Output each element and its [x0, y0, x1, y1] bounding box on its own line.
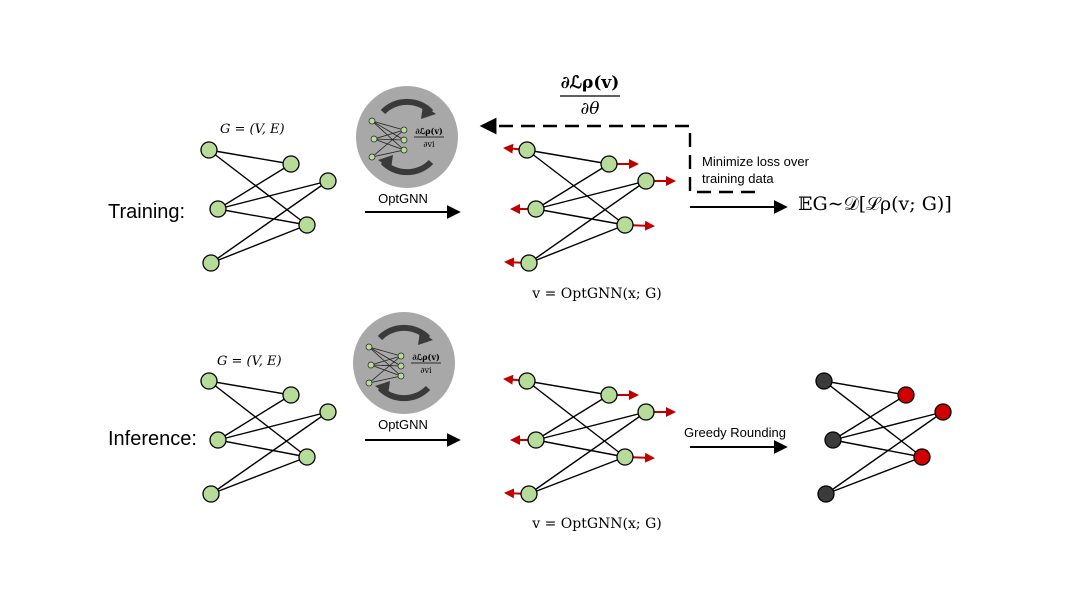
module-fraction-numerator: ∂ℒρ(v)	[415, 126, 443, 136]
vector-node	[518, 372, 536, 390]
input-graph-training	[200, 141, 337, 272]
minimize-note-line2: training data	[702, 171, 774, 186]
vector-node	[520, 254, 538, 272]
graph-node	[319, 403, 337, 421]
optgnn-label-inference: OptGNN	[378, 417, 428, 432]
output-label-training: v = OptGNN(x; G)	[531, 286, 661, 302]
module-fraction-numerator: ∂ℒρ(v)	[412, 352, 440, 362]
module-fraction-denominator: ∂vi	[423, 140, 435, 149]
graph-node	[298, 216, 316, 234]
vector-node	[527, 200, 545, 218]
input-graph-inference	[200, 372, 337, 503]
rounded-node-dark	[815, 372, 833, 390]
rounded-graph	[815, 372, 952, 503]
output-graph-inference	[503, 372, 676, 503]
graph-node	[209, 431, 227, 449]
vector-node	[520, 485, 538, 503]
vector-node	[616, 448, 634, 466]
module-fraction-denominator: ∂vi	[420, 366, 432, 375]
output-label-inference: v = OptGNN(x; G)	[531, 516, 661, 532]
optgnn-module-icon: ∂ℒρ(v) ∂vi	[356, 86, 458, 188]
graph-node	[209, 200, 227, 218]
graph-node	[282, 155, 300, 173]
inference-label: Inference:	[108, 428, 197, 450]
graph-node	[202, 485, 220, 503]
graph-node	[200, 372, 218, 390]
rounded-node-red	[913, 448, 931, 466]
rounded-node-red	[897, 386, 915, 404]
training-label: Training:	[108, 201, 185, 223]
optgnn-label-training: OptGNN	[378, 191, 428, 206]
vector-node	[518, 141, 536, 159]
vector-node	[600, 155, 618, 173]
graph-label-inference: G = (V, E)	[217, 354, 282, 369]
gradient-numerator: ∂ℒρ(v)	[561, 73, 620, 93]
graph-node	[202, 254, 220, 272]
vector-node	[637, 403, 655, 421]
graph-label-training: G = (V, E)	[220, 122, 285, 137]
graph-node	[282, 386, 300, 404]
vector-node	[527, 431, 545, 449]
gradient-feedback-dashed-arrow	[479, 117, 755, 194]
vector-node	[600, 386, 618, 404]
vector-node	[616, 216, 634, 234]
rounded-node-dark	[817, 485, 835, 503]
rounded-node-red	[934, 403, 952, 421]
optgnn-module-icon: ∂ℒρ(v) ∂vi	[353, 312, 455, 414]
greedy-rounding-label: Greedy Rounding	[684, 425, 786, 440]
gradient-denominator: ∂θ	[580, 99, 599, 119]
minimize-note-line1: Minimize loss over	[702, 154, 810, 169]
expected-loss: 𝔼G∼𝒟[ℒρ(v; G)]	[798, 193, 952, 215]
graph-node	[200, 141, 218, 159]
vector-node	[637, 172, 655, 190]
graph-node	[298, 448, 316, 466]
rounded-node-dark	[824, 431, 842, 449]
output-graph-training	[503, 141, 676, 272]
graph-node	[319, 172, 337, 190]
